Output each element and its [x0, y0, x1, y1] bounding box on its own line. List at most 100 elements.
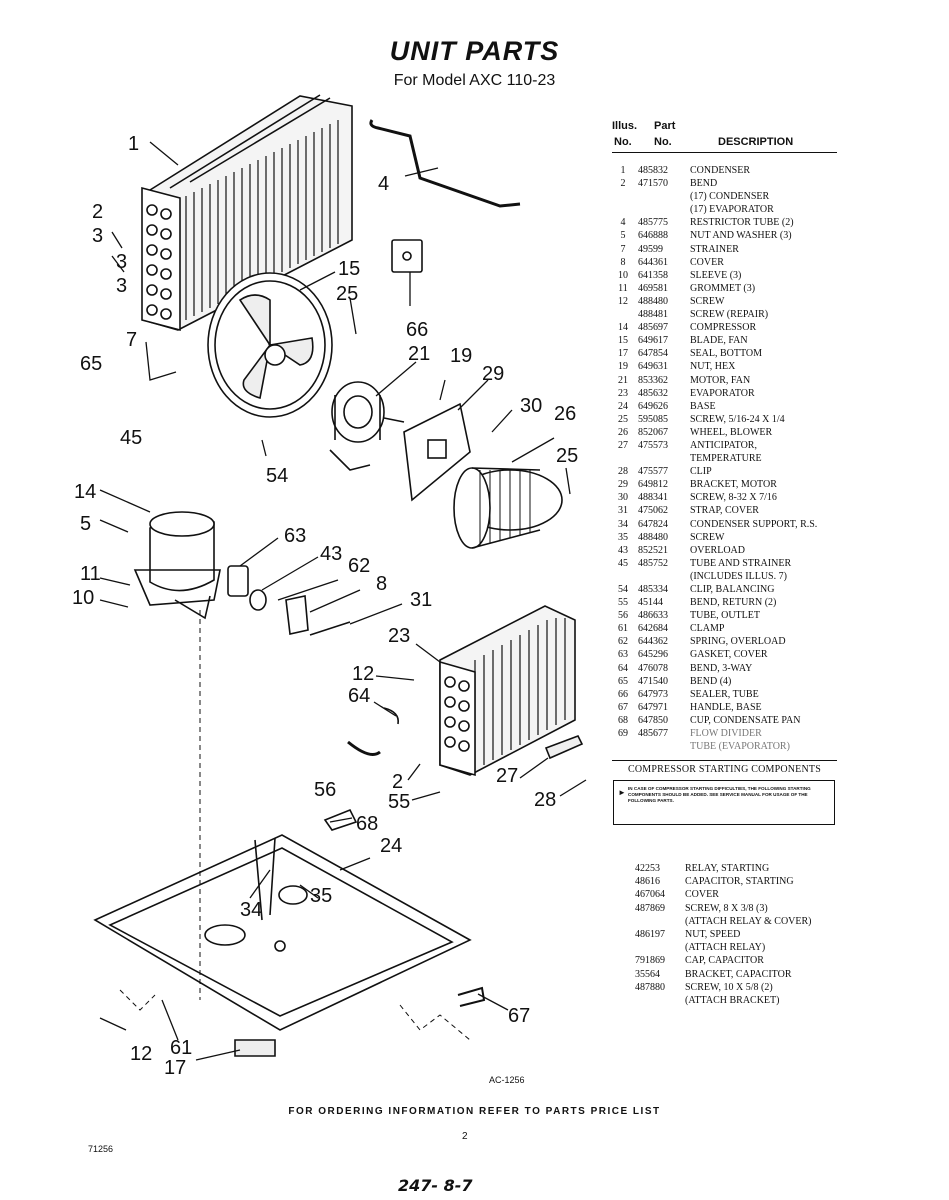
col-description: DESCRIPTION: [718, 136, 794, 148]
parts-row: Temperature: [612, 452, 847, 465]
compressor-section-title: COMPRESSOR STARTING COMPONENTS: [628, 764, 821, 775]
illus-cell: 29: [618, 479, 628, 491]
illus-cell: 35: [618, 531, 628, 543]
part-number-cell: [634, 570, 690, 583]
callout-29: 29: [482, 363, 504, 385]
description-cell: Blade, Fan: [690, 335, 748, 347]
part-number-cell: 488480: [638, 531, 668, 543]
description-cell: Evaporator: [690, 387, 755, 399]
parts-list: 1485832Condenser2471570Bend(17) Condense…: [612, 164, 847, 753]
callout-5: 5: [80, 513, 91, 535]
callout-55: 55: [388, 791, 410, 813]
model-subtitle: For Model AXC 110-23: [393, 72, 556, 89]
component-description: Cover: [685, 889, 719, 901]
part-number-cell: 476078: [638, 662, 668, 674]
description-cell: Grommet (3): [690, 282, 756, 294]
description-cell: (17) Evaporator: [690, 204, 774, 216]
component-row: (Attach Relay & Cover): [635, 915, 845, 928]
parts-row: 30488341Screw, 8-32 x 7/16: [612, 491, 847, 504]
parts-row: 8644361Cover: [612, 256, 847, 269]
parts-row: 5545144Bend, Return (2): [612, 596, 847, 609]
illus-cell: 24: [618, 400, 628, 412]
illus-cell: 67: [618, 701, 628, 713]
description-cell: Screw (Repair): [690, 309, 769, 321]
part-number-cell: 471540: [638, 675, 668, 687]
part-number-cell: 595085: [638, 413, 668, 425]
description-cell: Flow Divider: [690, 728, 762, 740]
callout-12b: 12: [130, 1043, 152, 1065]
callout-35: 35: [310, 885, 332, 907]
description-cell: Clip: [690, 466, 712, 478]
component-row: 791869Cap, Capacitor: [635, 954, 845, 967]
description-cell: Nut, Hex: [690, 361, 736, 373]
illus-cell: 17: [618, 348, 628, 360]
parts-row: 5646888Nut and Washer (3): [612, 229, 847, 242]
callout-19: 19: [450, 345, 472, 367]
illus-cell: 12: [618, 295, 628, 307]
illus-cell: 63: [618, 649, 628, 661]
description-cell: Tube, Outlet: [690, 610, 760, 622]
part-number-cell: 485832: [638, 165, 668, 176]
component-description: Capacitor, Starting: [685, 876, 794, 888]
part-number-cell: 485697: [638, 322, 668, 334]
callout-45: 45: [120, 427, 142, 449]
parts-row: 15649617Blade, Fan: [612, 334, 847, 347]
part-number-cell: 488481: [638, 309, 668, 321]
exploded-diagram: 1 2 3 3 3 65 7 45 4 15 25 66 21 19 29 30…: [72, 94, 587, 1079]
page-title: UNIT PARTS: [389, 36, 560, 66]
callout-27: 27: [496, 765, 518, 787]
component-description: (Attach Relay & Cover): [685, 915, 812, 927]
component-description: (Attach Bracket): [685, 995, 780, 1007]
part-number-cell: 485752: [638, 557, 668, 569]
fan-blade-drawing: [207, 272, 333, 418]
illus-cell: 45: [618, 557, 628, 569]
part-number-cell: 471570: [638, 178, 668, 190]
description-cell: Overload: [690, 544, 745, 556]
description-cell: Clamp: [690, 623, 725, 635]
illus-cell: 21: [618, 374, 628, 386]
part-number-cell: 649626: [638, 400, 668, 412]
description-cell: Bend: [690, 178, 718, 190]
component-part-number: 487880: [635, 981, 665, 993]
part-number-cell: [634, 452, 690, 465]
description-cell: Temperature: [690, 453, 762, 465]
illus-cell: 68: [618, 714, 628, 726]
callout-2b: 2: [392, 771, 403, 793]
part-number-cell: 475573: [638, 439, 668, 451]
description-cell: Seal, Bottom: [690, 348, 763, 360]
parts-row: 2471570Bend: [612, 177, 847, 190]
description-cell: Strap, Cover: [690, 505, 759, 517]
parts-row: 65471540Bend (4): [612, 675, 847, 688]
parts-row: 66647973Sealer, Tube: [612, 688, 847, 701]
description-cell: Cup, Condensate Pan: [690, 714, 801, 726]
description-cell: Gasket, Cover: [690, 649, 768, 661]
handwritten-note: 247- 8-7: [398, 1176, 473, 1195]
document-number: 71256: [88, 1144, 114, 1154]
callout-25: 25: [336, 283, 358, 305]
callout-65: 65: [80, 353, 102, 375]
description-cell: Nut and Washer (3): [690, 230, 792, 242]
illus-cell: 28: [618, 466, 628, 478]
illus-cell: [612, 203, 634, 216]
parts-row: 24649626Base: [612, 400, 847, 413]
description-cell: Sleeve (3): [690, 269, 742, 281]
parts-row: 56486633Tube, Outlet: [612, 609, 847, 622]
component-description: (Attach Relay): [685, 942, 766, 954]
component-description: Cap, Capacitor: [685, 955, 764, 967]
illus-cell: 7: [620, 243, 626, 255]
illus-cell: 25: [618, 413, 628, 425]
illus-cell: [612, 190, 634, 203]
notice-text: In case of compressor starting difficult…: [628, 786, 811, 803]
callout-10: 10: [72, 587, 94, 609]
parts-row: 35488480Screw: [612, 531, 847, 544]
component-row: 467064Cover: [635, 888, 845, 901]
part-number-cell: 49599: [638, 243, 663, 255]
illus-cell: 19: [618, 361, 628, 373]
callout-43: 43: [320, 543, 342, 565]
component-part-number: 42253: [635, 863, 660, 874]
part-number-cell: 649631: [638, 361, 668, 373]
component-description: Bracket, Capacitor: [685, 968, 792, 980]
part-number-cell: 641358: [638, 269, 668, 281]
callout-3b: 3: [116, 251, 127, 273]
condenser-drawing: [141, 94, 353, 332]
